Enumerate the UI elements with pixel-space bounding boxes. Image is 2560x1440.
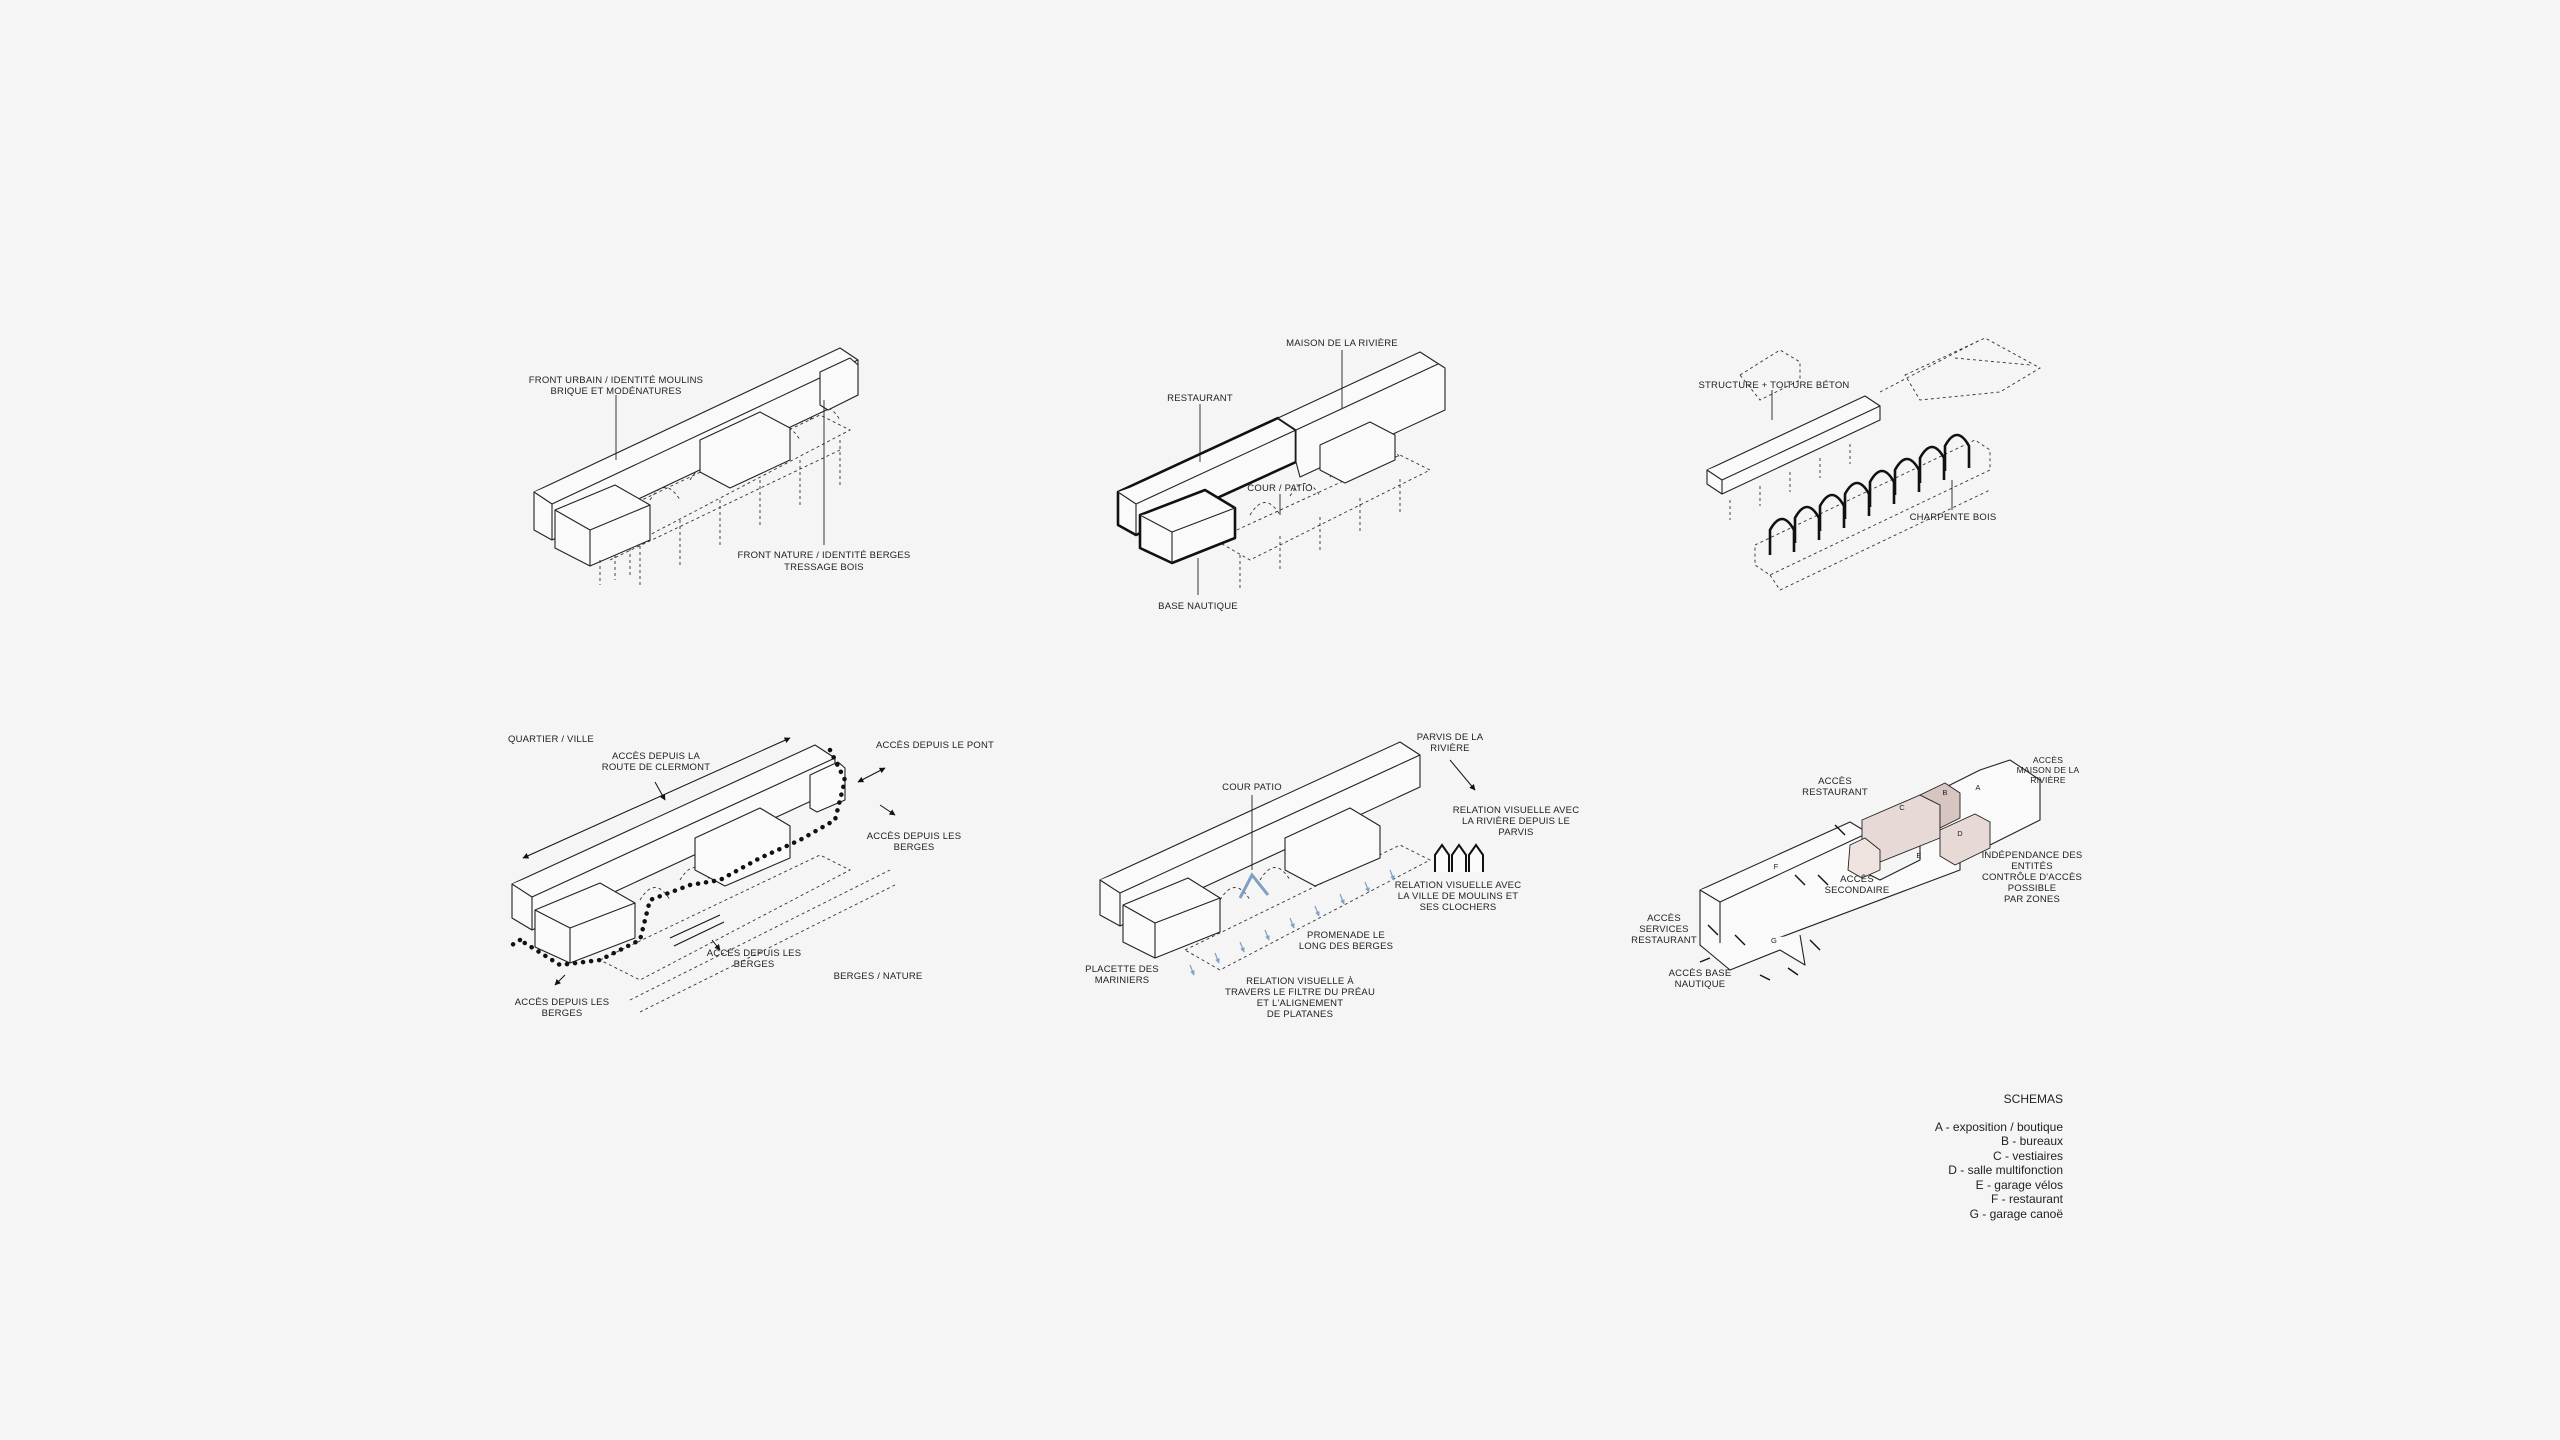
- label-acces-maison-2: MAISON DE LA: [2017, 765, 2080, 775]
- label-relation-riviere-3: PARVIS: [1498, 827, 1533, 838]
- label-berges-nature: BERGES / NATURE: [834, 971, 923, 982]
- label-relation-filtre-4: DE PLATANES: [1267, 1009, 1333, 1020]
- label-acces-base-1: ACCÈS BASE: [1669, 968, 1732, 979]
- zone-g-letter: G: [1771, 936, 1777, 945]
- patio-frame: [1238, 872, 1270, 899]
- label-charpente: CHARPENTE BOIS: [1910, 512, 1997, 523]
- label-acces-route-1: ACCÈS DEPUIS LA: [612, 751, 700, 762]
- label-acces-pont: ACCÈS DEPUIS LE PONT: [876, 740, 994, 751]
- label-acces-secondaire-1: ACCÈS: [1840, 874, 1874, 885]
- label-promenade-1: PROMENADE LE: [1307, 930, 1385, 941]
- legend-item-b: B - bureaux: [2001, 1134, 2063, 1148]
- label-relation-ville-3: SES CLOCHERS: [1420, 902, 1497, 913]
- label-structure: STRUCTURE + TOITURE BÉTON: [1699, 380, 1850, 391]
- legend-item-c: C - vestiaires: [1993, 1149, 2063, 1163]
- label-parvis-1: PARVIS DE LA: [1417, 732, 1484, 743]
- label-acces-berges-mid-2: BERGES: [734, 959, 775, 970]
- legend: SCHEMAS A - exposition / boutique B - bu…: [1935, 1092, 2064, 1221]
- label-relation-riviere-2: LA RIVIÈRE DEPUIS LE: [1462, 816, 1570, 827]
- label-placette-1: PLACETTE DES: [1085, 964, 1159, 975]
- circulation-path: [517, 747, 848, 968]
- label-front-nature-2: TRESSAGE BOIS: [784, 562, 864, 573]
- zone-a-letter: A: [1975, 783, 1980, 792]
- label-relation-filtre-2: TRAVERS LE FILTRE DU PRÉAU: [1225, 987, 1375, 998]
- zone-b-letter: B: [1942, 788, 1947, 797]
- zone-e: [1847, 837, 1881, 879]
- label-cour: COUR / PATIO: [1247, 483, 1312, 494]
- zone-d: [1939, 813, 1991, 866]
- label-acces-berges-right-2: BERGES: [894, 842, 935, 853]
- label-base: BASE NAUTIQUE: [1158, 601, 1238, 612]
- legend-item-g: G - garage canoë: [1970, 1207, 2064, 1221]
- label-front-nature-1: FRONT NATURE / IDENTITÉ BERGES: [738, 550, 911, 561]
- label-front-urbain-2: BRIQUE ET MODÉNATURES: [550, 386, 681, 397]
- label-acces-berges-right-1: ACCÈS DEPUIS LES: [867, 831, 962, 842]
- label-independance-5: PAR ZONES: [2004, 894, 2060, 905]
- label-acces-berges-mid-1: ACCÈS DEPUIS LES: [707, 948, 802, 959]
- label-parvis-2: RIVIÈRE: [1430, 743, 1469, 754]
- access-ticks: [1699, 824, 1846, 981]
- label-independance-3: CONTRÔLE D'ACCÈS: [1982, 872, 2082, 883]
- label-placette-2: MARINIERS: [1095, 975, 1150, 986]
- zone-b: [1918, 782, 1961, 829]
- label-acces-berges-bottom-1: ACCÈS DEPUIS LES: [515, 997, 610, 1008]
- diagram-access: QUARTIER / VILLE ACCÈS DEPUIS LA ROUTE D…: [508, 734, 994, 1019]
- label-acces-maison-3: RIVIÈRE: [2030, 775, 2066, 785]
- label-relation-ville-2: LA VILLE DE MOULINS ET: [1398, 891, 1519, 902]
- bell-towers-icon: [1434, 843, 1484, 872]
- label-acces-base-2: NAUTIQUE: [1675, 979, 1726, 990]
- label-relation-riviere-1: RELATION VISUELLE AVEC: [1453, 805, 1580, 816]
- legend-title: SCHEMAS: [2004, 1092, 2063, 1106]
- diagram-programme: MAISON DE LA RIVIÈRE RESTAURANT COUR / P…: [1116, 338, 1446, 612]
- label-acces-services-1: ACCÈS: [1647, 913, 1681, 924]
- label-acces-restaurant-2: RESTAURANT: [1802, 787, 1868, 798]
- diagram-structure: STRUCTURE + TOITURE BÉTON CHARPENTE BOIS: [1699, 337, 2041, 591]
- diagram-materiality: FRONT URBAIN / IDENTITÉ MOULINS BRIQUE E…: [529, 347, 911, 585]
- diagram-zoning: A B C D E F G ACCÈS RESTAURANT ACCÈS MAI…: [1631, 755, 2082, 990]
- timber-frames: [1768, 433, 1971, 555]
- zone-e-letter: E: [1916, 851, 1921, 860]
- zone-d-letter: D: [1957, 829, 1963, 838]
- label-acces-berges-bottom-2: BERGES: [542, 1008, 583, 1019]
- nature-front-volume: [554, 484, 651, 567]
- zone-f-letter: F: [1774, 862, 1779, 871]
- label-relation-filtre-1: RELATION VISUELLE À: [1246, 976, 1354, 987]
- label-quartier: QUARTIER / VILLE: [508, 734, 594, 745]
- legend-item-d: D - salle multifonction: [1948, 1163, 2063, 1177]
- label-acces-secondaire-2: SECONDAIRE: [1825, 885, 1890, 896]
- view-arrows: [1189, 869, 1395, 976]
- label-acces-maison-1: ACCÈS: [2033, 755, 2063, 765]
- label-relation-filtre-3: ET L'ALIGNEMENT: [1257, 998, 1343, 1009]
- zone-c-letter: C: [1899, 803, 1905, 812]
- legend-item-f: F - restaurant: [1991, 1192, 2064, 1206]
- dashed-arcade-2: [1214, 445, 1432, 590]
- diagram-relations: PARVIS DE LA RIVIÈRE COUR PATIO RELATION…: [1085, 732, 1579, 1020]
- label-acces-services-3: RESTAURANT: [1631, 935, 1697, 946]
- legend-item-e: E - garage vélos: [1976, 1178, 2063, 1192]
- label-independance-2: ENTITÉS: [2011, 861, 2053, 872]
- label-restaurant: RESTAURANT: [1167, 393, 1233, 404]
- label-cour-patio: COUR PATIO: [1222, 782, 1282, 793]
- label-relation-ville-1: RELATION VISUELLE AVEC: [1395, 880, 1522, 891]
- label-maison: MAISON DE LA RIVIÈRE: [1286, 338, 1398, 349]
- label-promenade-2: LONG DES BERGES: [1299, 941, 1393, 952]
- label-acces-restaurant-1: ACCÈS: [1818, 776, 1852, 787]
- label-front-urbain-1: FRONT URBAIN / IDENTITÉ MOULINS: [529, 375, 703, 386]
- label-independance-1: INDÉPENDANCE DES: [1982, 850, 2083, 861]
- legend-item-a: A - exposition / boutique: [1935, 1120, 2063, 1134]
- label-independance-4: POSSIBLE: [2008, 883, 2057, 894]
- label-acces-services-2: SERVICES: [1639, 924, 1688, 935]
- label-acces-route-2: ROUTE DE CLERMONT: [602, 762, 710, 773]
